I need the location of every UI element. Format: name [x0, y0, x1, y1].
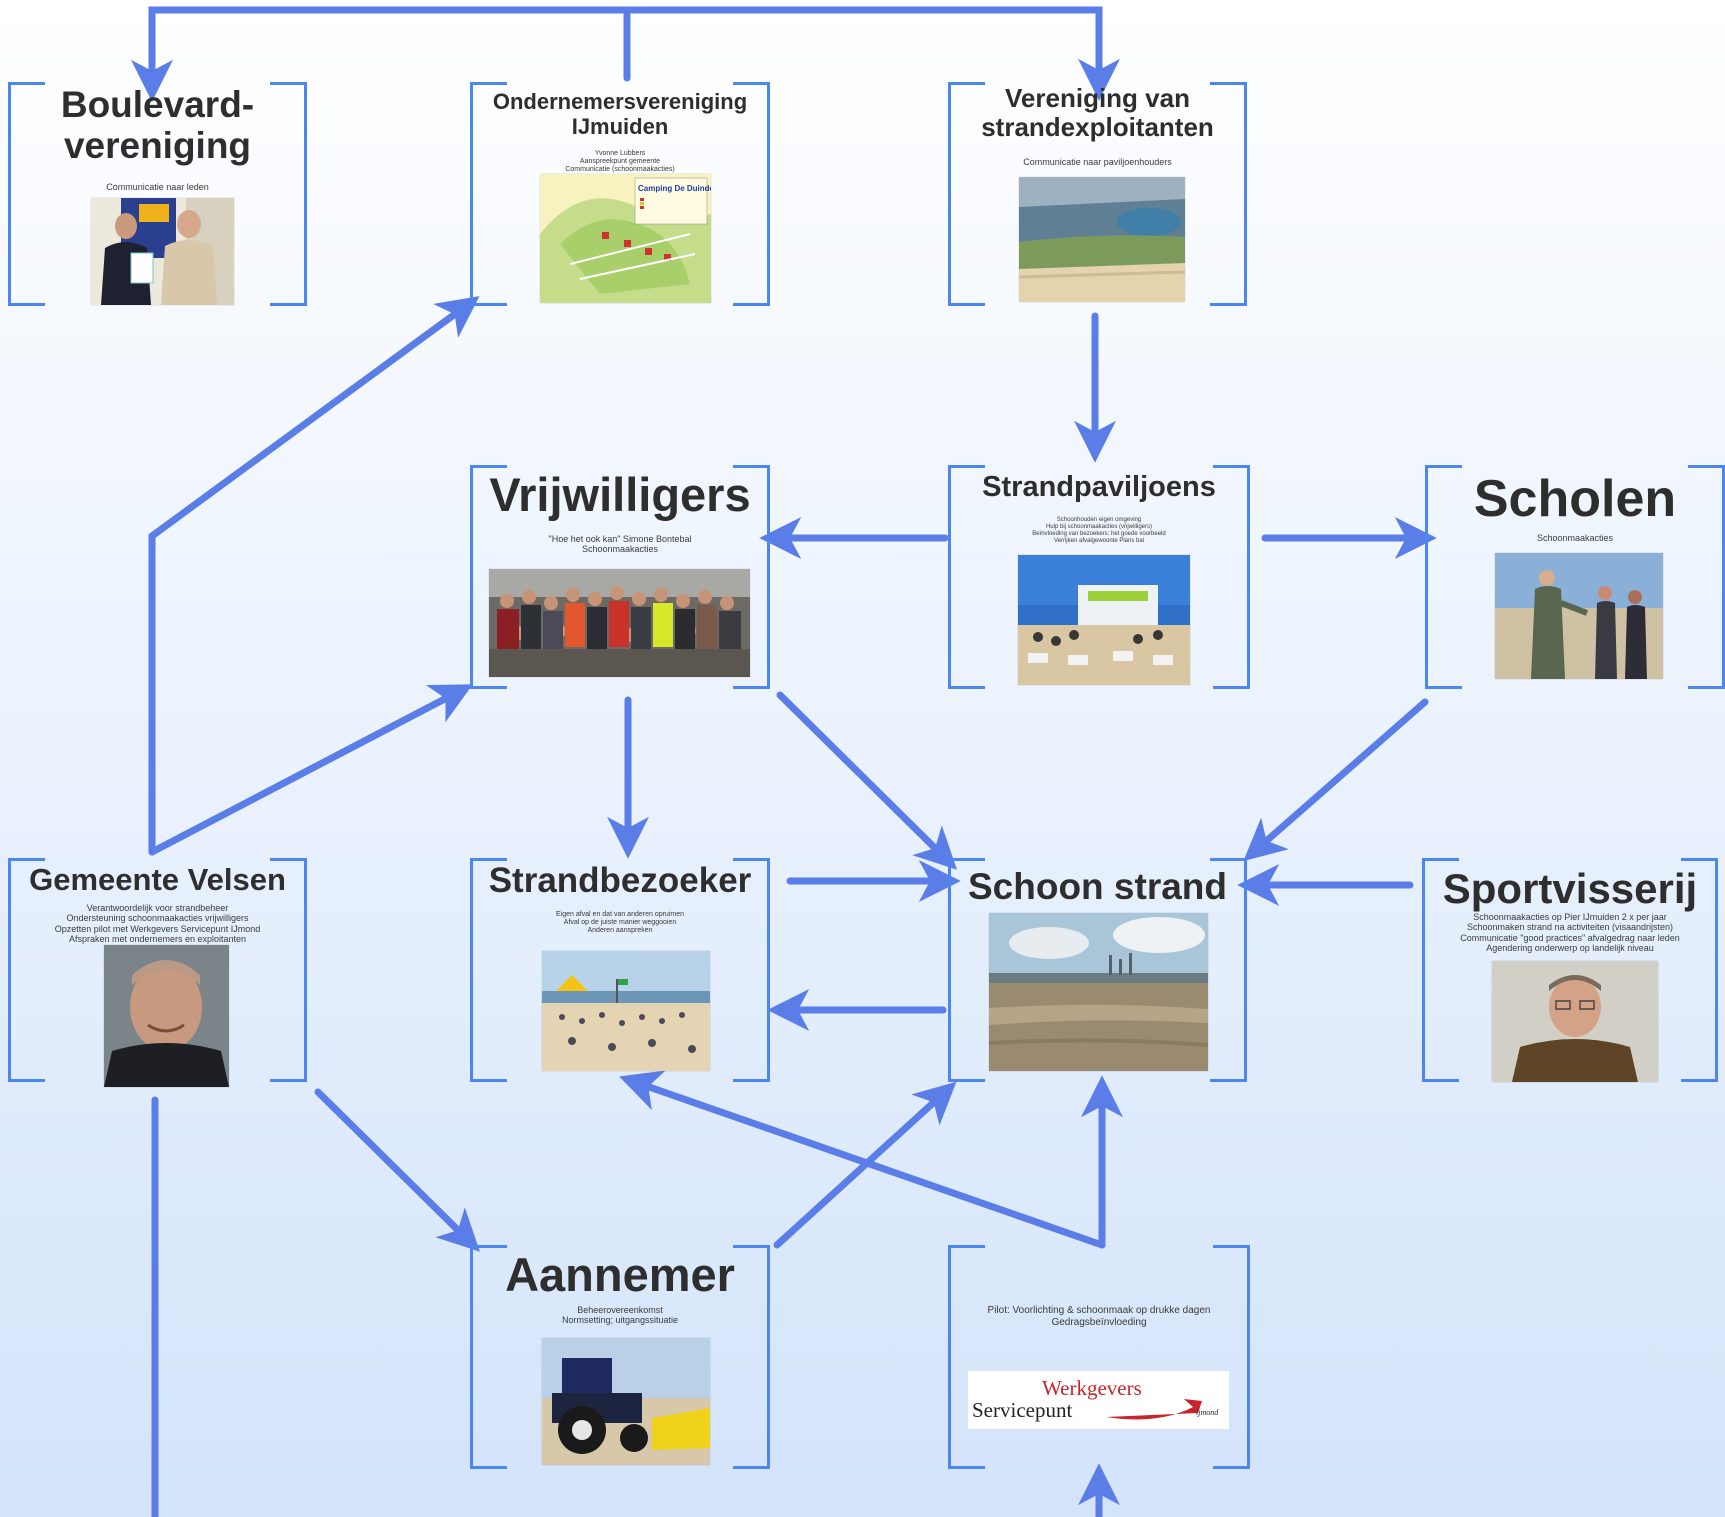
right-bracket [1213, 1245, 1250, 1469]
left-bracket [948, 465, 985, 689]
right-bracket [733, 1245, 770, 1469]
arrow-gemeente-to-vrijwilligers [148, 684, 473, 856]
node-description: Eigen afval en dat van anderen opruimen … [555, 911, 685, 935]
node-title: Aannemer [505, 1248, 735, 1301]
portrait-man-photo [104, 945, 229, 1087]
left-bracket [470, 1245, 507, 1469]
arrow-gemeente-to-aannemer [314, 1088, 480, 1252]
node-title: Strandbezoeker [488, 861, 752, 900]
campsite-map-de-duindoorn: Camping De Duindoorn [540, 174, 711, 303]
school-cleanup-photo [1495, 553, 1663, 679]
arrow-gemeente-to-ondernemers [148, 296, 480, 856]
node-vereniging-strandexploitanten: Vereniging van strandexploitanten Commun… [948, 82, 1247, 306]
node-title: Scholen [1473, 470, 1677, 528]
left-bracket [948, 82, 985, 306]
right-bracket [1681, 858, 1718, 1082]
right-bracket [1210, 82, 1247, 306]
arrow-top-to-strandexploitanten [623, 6, 1120, 101]
left-bracket [1425, 465, 1462, 689]
arrow-top-to-boulevard [131, 6, 631, 102]
beach-tractor-photo [542, 1338, 710, 1465]
right-bracket [270, 82, 307, 306]
beach-pavilion-photo [1018, 555, 1190, 685]
node-schoon-strand: Schoon strand [948, 858, 1247, 1082]
node-sportvisserij: Sportvisserij Schoonmaakacties op Pier I… [1422, 858, 1718, 1082]
node-description: Communicatie naar leden [106, 182, 209, 192]
node-strandpaviljoens: Strandpaviljoens Schoonhouden eigen omge… [948, 465, 1250, 689]
node-gemeente-velsen: Gemeente Velsen Verantwoordelijk voor st… [8, 858, 307, 1087]
node-title: Sportvisserij [1442, 865, 1698, 912]
node-werkgevers-servicepunt: Pilot: Voorlichting & schoonmaak op druk… [948, 1245, 1250, 1469]
arrow-aannemer-to-schoon [773, 1081, 957, 1249]
left-bracket [1422, 858, 1459, 1082]
left-bracket [948, 858, 985, 1082]
left-bracket [8, 858, 45, 1082]
portrait-man-glasses-photo [1492, 961, 1658, 1082]
node-aannemer: Aannemer Beheerovereenkomst Normsetting;… [470, 1245, 770, 1469]
node-description: Yvonne Lubbers Aanspreekpunt gemeente Co… [565, 150, 675, 174]
photo-two-men-certificate [91, 198, 234, 305]
left-bracket [470, 858, 507, 1082]
node-description: Schoonmaakacties [1536, 533, 1614, 543]
right-bracket [1213, 465, 1250, 689]
node-title: Vrijwilligers [489, 468, 751, 521]
left-bracket [8, 82, 45, 306]
node-title: Gemeente Velsen [29, 862, 286, 897]
node-ondernemersvereniging: Ondernemersvereniging IJmuiden Yvonne Lu… [470, 82, 770, 306]
node-title: Boulevard- vereniging [60, 84, 255, 167]
werkgevers-servicepunt-logo: Werkgevers Servicepunt ijmond [968, 1371, 1229, 1429]
right-bracket [1688, 465, 1725, 689]
svg-text:ijmond: ijmond [1196, 1408, 1219, 1417]
node-description: Beheerovereenkomst Normsetting; uitgangs… [561, 1305, 679, 1326]
right-bracket [733, 465, 770, 689]
node-description: Verantwoordelijk voor strandbeheer Onder… [54, 903, 261, 945]
svg-text:Servicepunt: Servicepunt [972, 1398, 1072, 1422]
volunteers-group-photo [489, 569, 750, 677]
node-title: Ondernemersvereniging IJmuiden [492, 89, 748, 139]
arrow-werkgevers-to-strandbezoeker [619, 1070, 1106, 1249]
node-scholen: Scholen Schoonmaakacties [1425, 465, 1725, 689]
aerial-beach-harbor-photo [1019, 177, 1185, 302]
right-bracket [733, 858, 770, 1082]
left-bracket [470, 82, 507, 306]
node-strandbezoeker: Strandbezoeker Eigen afval en dat van an… [470, 858, 770, 1082]
right-bracket [270, 858, 307, 1082]
right-bracket [1210, 858, 1247, 1082]
right-bracket [733, 82, 770, 306]
clean-beach-photo [989, 913, 1208, 1071]
node-title: Vereniging van strandexploitanten [981, 83, 1214, 143]
node-vrijwilligers: Vrijwilligers "Hoe het ook kan" Simone B… [470, 465, 770, 689]
node-title: Strandpaviljoens [982, 471, 1216, 503]
node-description: "Hoe het ook kan" Simone Bontebal Schoon… [548, 534, 692, 555]
node-title: Schoon strand [967, 866, 1228, 907]
svg-text:Camping De Duindoorn: Camping De Duindoorn [638, 184, 711, 193]
arrow-scholen-to-schoon [1243, 698, 1429, 862]
busy-beach-photo [542, 951, 710, 1071]
node-description: Schoonmaakacties op Pier IJmuiden 2 x pe… [1460, 912, 1680, 954]
node-description: Pilot: Voorlichting & schoonmaak op druk… [987, 1305, 1211, 1328]
left-bracket [470, 465, 507, 689]
node-description: Communicatie naar paviljoenhouders [1023, 157, 1172, 167]
node-description: Schoonhouden eigen omgeving Hulp bij sch… [1032, 517, 1166, 544]
svg-text:Werkgevers: Werkgevers [1042, 1376, 1142, 1400]
arrow-vrijwilligers-to-schoon [776, 691, 957, 870]
left-bracket [948, 1245, 985, 1469]
node-boulevard-vereniging: Boulevard- vereniging Communicatie naar … [8, 82, 307, 306]
